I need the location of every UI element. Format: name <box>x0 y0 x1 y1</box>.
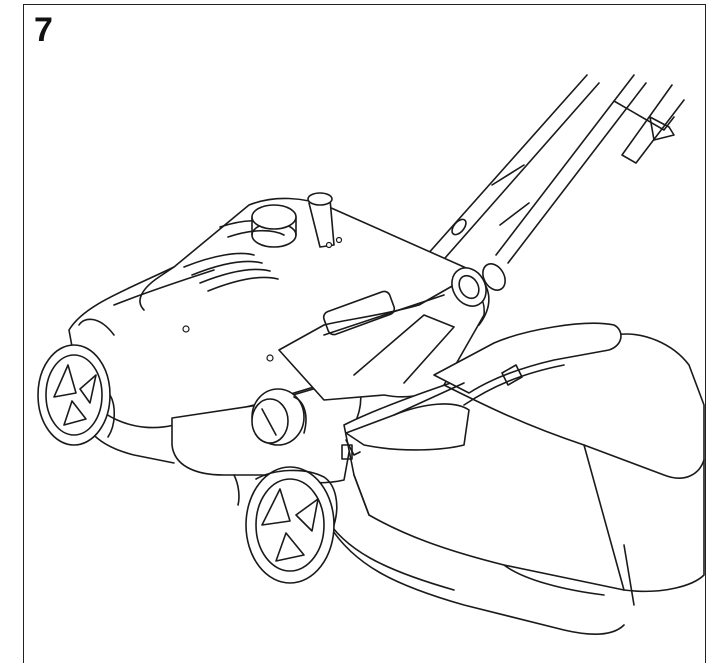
handle-bracket-icon <box>278 263 506 401</box>
handle-icon <box>401 74 685 292</box>
handle-knob-icon <box>251 388 307 446</box>
lawn-scarifier-with-grass-bag-icon <box>37 74 705 635</box>
front-wheel-icon <box>245 466 338 584</box>
rear-wheel-icon <box>37 344 116 446</box>
figure-frame: 7 <box>23 4 706 663</box>
grass-collection-bag-icon <box>341 322 705 606</box>
step-number: 7 <box>34 11 53 49</box>
